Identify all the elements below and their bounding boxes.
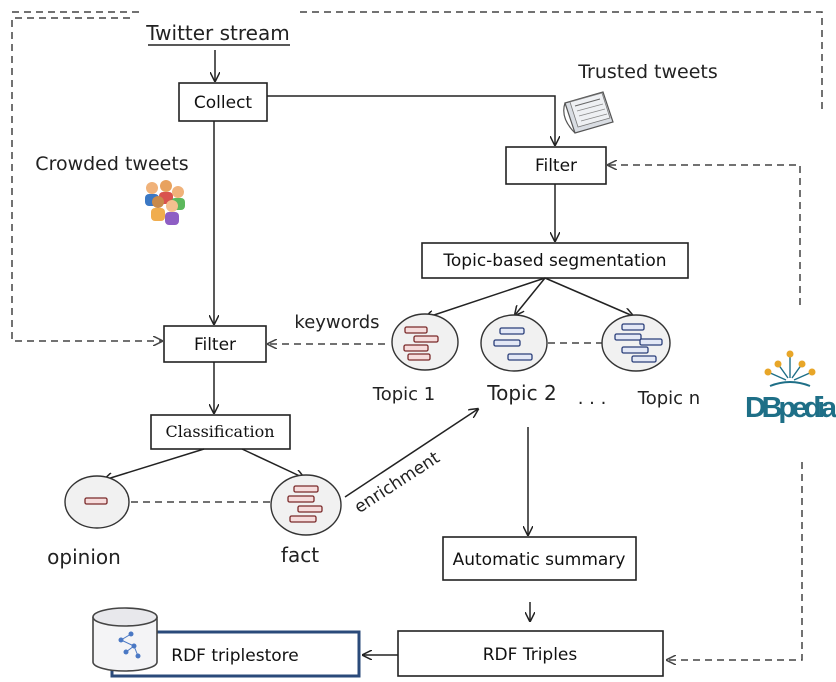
keywords-label: keywords xyxy=(294,312,379,333)
dbpedia-logo-text: DBpedia xyxy=(745,392,836,424)
people-group-icon xyxy=(145,180,185,225)
seg-to-topic1-arrow xyxy=(425,277,546,318)
newspaper-icon xyxy=(563,91,614,134)
topic-2-label: Topic 2 xyxy=(486,381,556,405)
topic-1-label: Topic 1 xyxy=(372,384,435,405)
filter-left-box xyxy=(163,325,267,363)
classification-label: Classification xyxy=(165,422,274,441)
collect-label: Collect xyxy=(194,93,253,113)
opinion-label: opinion xyxy=(47,545,121,569)
rdf-triples-label: RDF Triples xyxy=(483,645,578,665)
outer-dashed-loop xyxy=(11,17,162,341)
rdf-triplestore-label: RDF triplestore xyxy=(171,646,298,666)
topic-1-node xyxy=(391,313,459,371)
classification-to-fact-arrow xyxy=(241,448,304,478)
filter-left-label: Filter xyxy=(194,335,236,355)
collect-box xyxy=(178,82,268,122)
topic-2-node xyxy=(480,314,548,372)
seg-to-topic2-arrow xyxy=(515,277,546,315)
topics-ellipsis: . . . xyxy=(578,388,607,409)
topic-segmentation-label: Topic-based segmentation xyxy=(442,251,666,271)
automatic-summary-label: Automatic summary xyxy=(453,550,626,570)
topic-n-node xyxy=(601,314,671,372)
twitter-stream-label: Twitter stream xyxy=(145,21,289,45)
filter-top-label: Filter xyxy=(535,156,577,176)
seg-to-topicn-arrow xyxy=(544,277,633,316)
classification-to-opinion-arrow xyxy=(104,448,205,480)
enrichment-arrow xyxy=(344,409,478,498)
enrichment-label: enrichment xyxy=(351,448,444,518)
trusted-tweets-label: Trusted tweets xyxy=(577,61,718,83)
fact-node xyxy=(270,474,342,536)
outer-dashed-top xyxy=(300,11,823,112)
fact-label: fact xyxy=(281,543,319,567)
opinion-node xyxy=(64,475,130,529)
rdf-triples-box xyxy=(397,630,664,677)
automatic-summary-box xyxy=(442,536,637,581)
filter-top-box xyxy=(505,146,607,185)
dbpedia-to-rdf-dashed xyxy=(667,462,803,660)
topic-n-label: Topic n xyxy=(637,388,700,409)
dbpedia-logo-icon xyxy=(764,350,816,387)
database-icon xyxy=(92,607,158,672)
dbpedia-to-filter-dashed xyxy=(608,165,801,305)
classification-box xyxy=(150,414,291,450)
crowded-tweets-label: Crowded tweets xyxy=(35,153,188,175)
collect-to-filter-top-arrow xyxy=(267,95,555,145)
topic-segmentation-box xyxy=(421,242,689,279)
